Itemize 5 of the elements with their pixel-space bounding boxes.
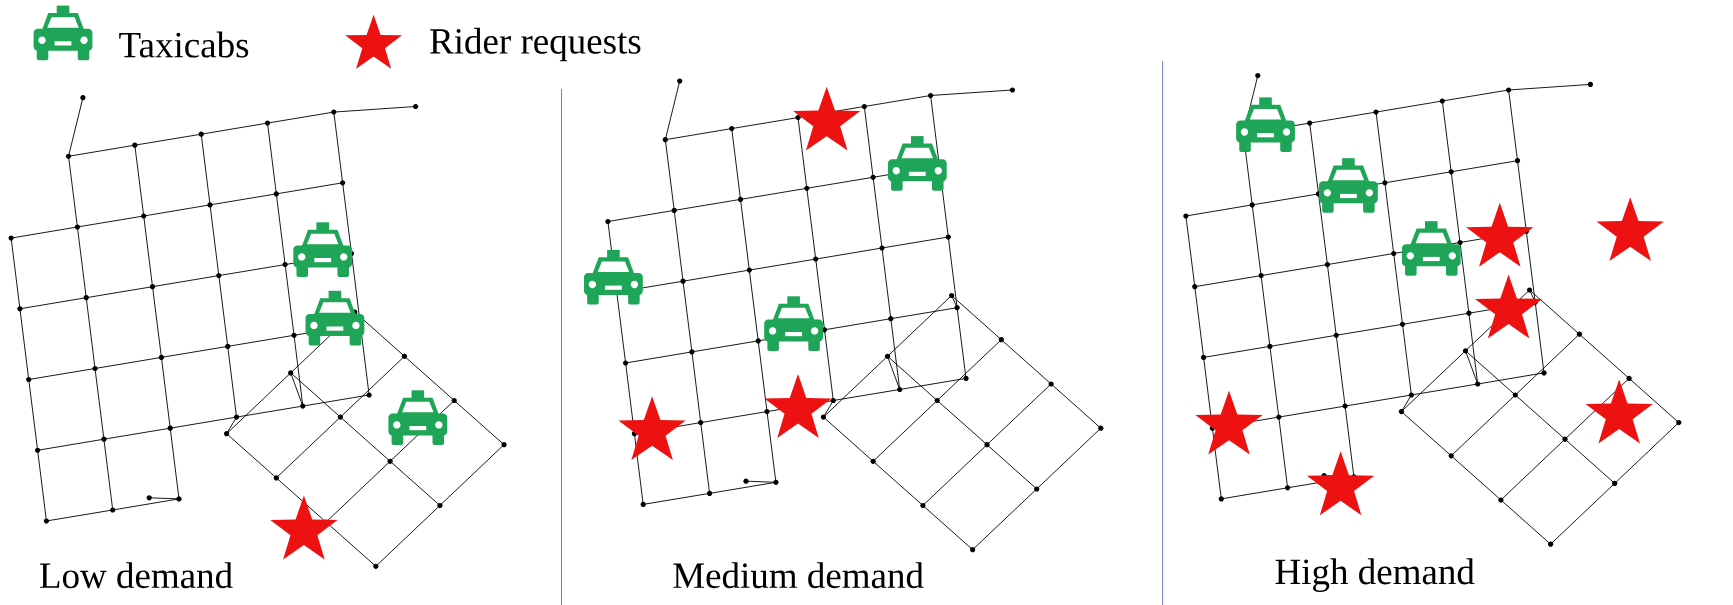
panel-title: High demand bbox=[1275, 558, 1475, 592]
panel-title: Medium demand bbox=[673, 562, 924, 589]
legend-label: Rider requests bbox=[430, 27, 641, 62]
panel-title: Low demand bbox=[40, 562, 233, 589]
legend-label: Taxicabs bbox=[119, 31, 249, 58]
